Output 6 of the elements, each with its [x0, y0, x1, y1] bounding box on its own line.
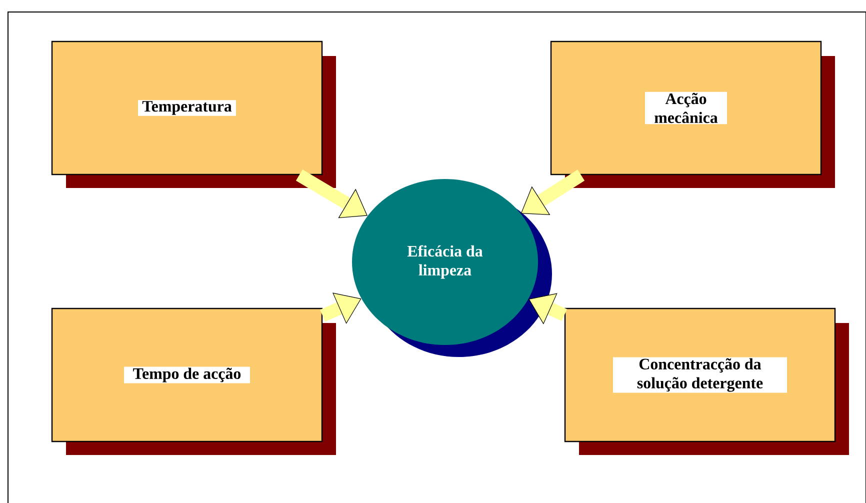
process-box: Tempo de acção [51, 308, 323, 442]
process-box: Concentracção da solução detergente [564, 308, 836, 442]
block-arrow [520, 170, 585, 216]
process-box: Acção mecânica [550, 40, 822, 176]
process-box: Temperatura [51, 40, 323, 176]
block-arrow [320, 292, 362, 324]
